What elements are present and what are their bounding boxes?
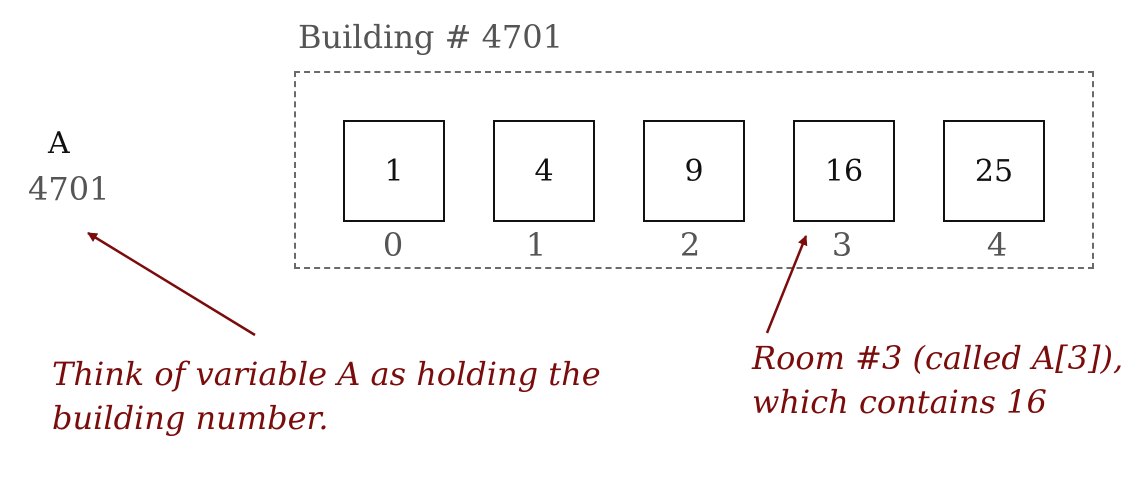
room-index-0: 0 — [382, 226, 404, 264]
room-annotation: Room #3 (called A[3]), which contains 16 — [752, 336, 1123, 424]
room-box-3: 16 — [793, 120, 895, 222]
variable-value: 4701 — [28, 170, 110, 208]
room-index-3: 3 — [831, 226, 853, 264]
room-index-2: 2 — [679, 226, 701, 264]
room-box-4: 25 — [943, 120, 1045, 222]
room-box-2: 9 — [643, 120, 745, 222]
room-index-1: 1 — [525, 226, 547, 264]
room-value: 16 — [824, 153, 864, 189]
room-value: 4 — [534, 153, 554, 189]
variable-arrow — [87, 231, 256, 337]
annotation-line: Room #3 (called A[3]), — [752, 339, 1124, 377]
variable-name: A — [48, 126, 70, 161]
room-value: 9 — [684, 153, 704, 189]
room-index-4: 4 — [986, 226, 1008, 264]
room-value: 25 — [974, 153, 1014, 189]
variable-annotation: Think of variable A as holding the build… — [52, 352, 601, 440]
room-arrow — [765, 235, 808, 334]
annotation-line: Think of variable A as holding the — [52, 355, 601, 393]
annotation-line: building number. — [52, 399, 329, 437]
building-label: Building # 4701 — [298, 18, 563, 56]
room-box-1: 4 — [493, 120, 595, 222]
room-value: 1 — [384, 153, 404, 189]
annotation-line: which contains 16 — [752, 383, 1047, 421]
building-box — [294, 71, 1094, 269]
room-box-0: 1 — [343, 120, 445, 222]
